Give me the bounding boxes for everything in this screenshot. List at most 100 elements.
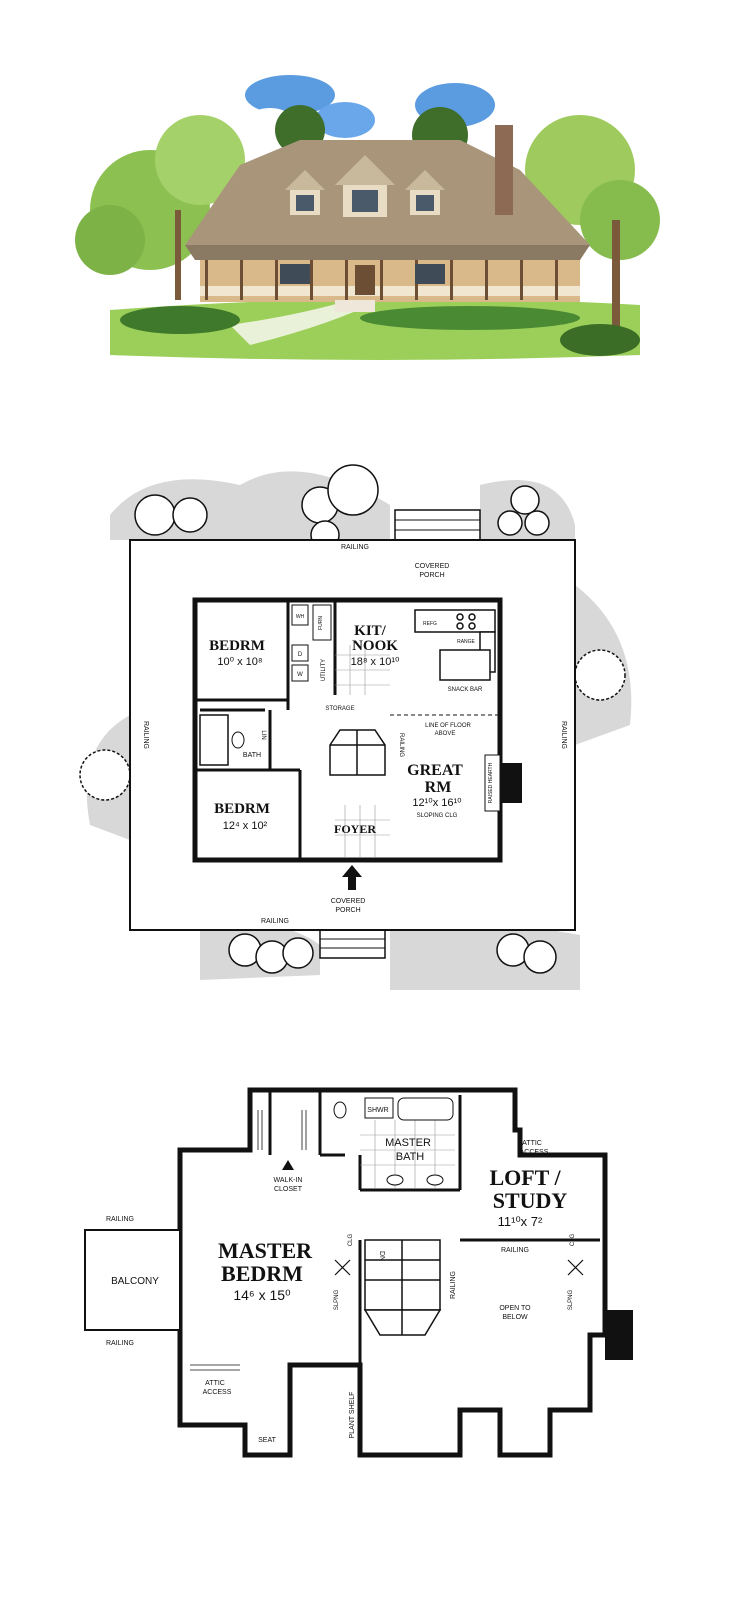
house-walls — [192, 597, 503, 863]
master-bedroom-label-2: BEDRM — [221, 1261, 303, 1286]
raised-hearth-label: RAISED HEARTH — [488, 762, 494, 803]
entry-arrow-icon — [342, 865, 362, 890]
bedroom-2-size: 12⁴ x 10² — [223, 820, 268, 832]
trees — [75, 105, 660, 330]
closet-label: CLOSET — [274, 1186, 303, 1193]
shrubs — [120, 306, 640, 356]
great-room-label: GREAT — [407, 762, 463, 779]
study-label: STUDY — [493, 1188, 568, 1213]
bedroom-1-size: 10⁰ x 10⁸ — [217, 656, 262, 668]
master-bedroom-size: 14⁶ x 15⁰ — [233, 1287, 291, 1303]
master-bedroom-label: MASTER — [218, 1238, 313, 1263]
railing-stair-label: RAILING — [398, 733, 404, 757]
ceiling-label-2: CLG — [570, 1234, 576, 1247]
chimney — [605, 1310, 633, 1360]
water-heater — [291, 604, 309, 626]
loft-label: LOFT / — [489, 1165, 561, 1190]
railing-balcony-top: RAILING — [106, 1216, 134, 1223]
back-steps — [394, 509, 481, 541]
railing-loft-label: RAILING — [501, 1247, 529, 1254]
balcony-label: BALCONY — [111, 1276, 159, 1287]
ground-floor-plan: COVERED PORCH COVERED PORCH RAILING RAIL… — [0, 445, 736, 1005]
dryer-label: D — [298, 652, 303, 658]
bedroom-1-label: BEDRM — [209, 638, 265, 654]
sloping-label-2: SLPNG — [568, 1289, 574, 1310]
nook-label: NOOK — [352, 638, 398, 654]
storage-label: STORAGE — [325, 706, 354, 712]
attic-access-label-bottom: ATTIC — [205, 1380, 225, 1387]
upper-floor-plan: SHWR MASTER BATH WALK-IN CLOSET ATTIC AC… — [0, 1080, 736, 1480]
kitchen-counters — [414, 609, 496, 681]
fireplace — [500, 763, 522, 803]
seat-label: SEAT — [258, 1437, 276, 1444]
sloping-label-1: SLPNG — [334, 1289, 340, 1310]
bath-label: BATH — [243, 752, 261, 759]
sink-2 — [426, 1174, 444, 1186]
covered-porch-front-label: COVERED — [331, 898, 366, 905]
covered-porch-label-2: PORCH — [419, 572, 444, 579]
linen-label: LIN — [260, 730, 266, 739]
snack-bar-label: SNACK BAR — [448, 687, 483, 693]
railing-left-label: RAILING — [142, 721, 149, 749]
closet-arrow-icon — [282, 1160, 294, 1170]
master-bath-label: MASTER — [385, 1137, 431, 1149]
walk-in-label: WALK-IN — [274, 1177, 303, 1184]
front-steps — [319, 929, 386, 959]
railing-bottom-label: RAILING — [261, 918, 289, 925]
attic-access-label-bottom-2: ACCESS — [203, 1389, 232, 1396]
railing-top-label: RAILING — [341, 544, 369, 551]
upper-walls — [177, 1087, 608, 1458]
covered-porch-label: COVERED — [415, 563, 450, 570]
hearth — [484, 754, 501, 812]
refrigerator-label: REFG — [423, 621, 437, 627]
great-room-size: 12¹⁰x 16¹⁰ — [412, 797, 462, 809]
closet-rods — [190, 1110, 307, 1371]
shower — [364, 1097, 394, 1119]
furnace — [312, 604, 332, 641]
shower-label: SHWR — [367, 1107, 388, 1114]
balcony-outline — [84, 1229, 181, 1331]
water-heater-label: WH — [296, 614, 305, 620]
sink-1 — [386, 1174, 404, 1186]
bathtub-upper — [397, 1097, 454, 1121]
toilet-upper — [333, 1101, 347, 1119]
attic-access-label-top: ATTIC — [522, 1140, 542, 1147]
great-room-label-2: RM — [425, 779, 452, 796]
down-label: DN — [378, 1251, 385, 1261]
bedroom-2-label: BEDRM — [214, 801, 270, 817]
utility-label: UTILITY — [321, 659, 327, 681]
house-rendering — [0, 60, 736, 370]
railing-right-label: RAILING — [560, 721, 567, 749]
bathtub — [199, 714, 229, 766]
attic-access-label-top-2: ACCESS — [520, 1149, 549, 1156]
interior-walls — [195, 600, 337, 860]
upper-interior-walls — [268, 1090, 600, 1365]
open-to-below-label-2: BELOW — [502, 1314, 528, 1321]
plant-shelf-label: PLANT SHELF — [349, 1392, 356, 1439]
kitchen-size: 18⁸ x 10¹⁰ — [351, 656, 400, 668]
master-bath-label-2: BATH — [396, 1151, 425, 1163]
furnace-label: FURN — [318, 616, 324, 630]
kitchen-label: KIT/ — [354, 623, 387, 639]
ceiling-label-1: CLG — [348, 1234, 354, 1247]
line-floor-label-1: LINE OF FLOOR — [425, 723, 471, 729]
foyer-label: FOYER — [334, 822, 376, 836]
staircase — [329, 729, 386, 776]
covered-porch-front-label-2: PORCH — [335, 907, 360, 914]
range-label: RANGE — [457, 639, 475, 645]
railing-balcony-bottom: RAILING — [106, 1340, 134, 1347]
tile-floor — [335, 645, 390, 857]
railing-stair-upper-label: RAILING — [450, 1271, 457, 1299]
washer — [291, 664, 309, 682]
washer-label: W — [297, 672, 303, 678]
dryer — [291, 644, 309, 662]
line-floor-label-2: ABOVE — [435, 731, 456, 737]
slope-marks — [334, 1259, 584, 1276]
open-to-below-label: OPEN TO — [499, 1305, 531, 1312]
shrubs-plan — [79, 464, 626, 974]
bath-tiles — [360, 1120, 455, 1188]
upper-staircase — [363, 1239, 442, 1336]
toilet — [231, 731, 245, 749]
loft-size: 11¹⁰x 7² — [498, 1214, 543, 1229]
sloping-ceiling-label: SLOPING CLG — [417, 813, 458, 819]
